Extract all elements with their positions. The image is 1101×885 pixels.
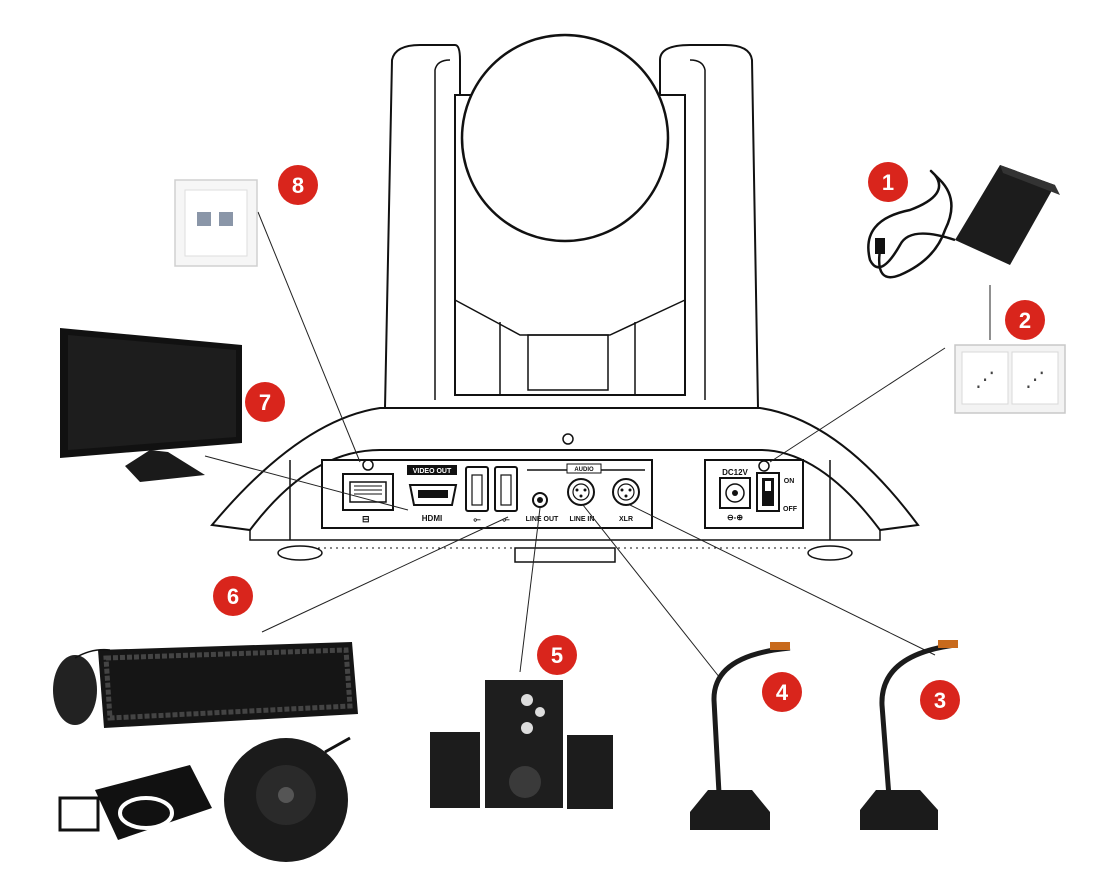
camera-lens xyxy=(460,33,670,243)
badge-5-label: 5 xyxy=(551,643,563,668)
line-network xyxy=(257,211,361,463)
monitor-icon xyxy=(60,328,242,482)
line-speaker xyxy=(519,507,541,673)
svg-text:⋰: ⋰ xyxy=(975,367,995,391)
line-mic-4 xyxy=(582,504,721,679)
camera-base xyxy=(210,407,920,532)
mouse-icon xyxy=(53,648,111,725)
connector-lines xyxy=(204,211,991,679)
line-usb xyxy=(261,516,509,633)
svg-text:⊖-⊕: ⊖-⊕ xyxy=(727,513,743,522)
hdmi-port[interactable]: VIDEO OUT HDMI xyxy=(407,465,458,523)
line-out-jack[interactable]: LINE OUT xyxy=(526,492,559,523)
microphone-icon xyxy=(690,642,791,830)
badge-7: 7 xyxy=(245,382,285,422)
badge-5: 5 xyxy=(537,635,577,675)
speaker-icon xyxy=(430,680,613,809)
badge-8-label: 8 xyxy=(292,173,304,198)
badge-1: 1 xyxy=(868,162,908,202)
off-label: OFF xyxy=(783,506,798,513)
on-label: ON xyxy=(784,478,795,485)
power-switch[interactable]: ON OFF xyxy=(756,460,798,513)
usb-drive-icon xyxy=(58,765,212,840)
line-mic-3 xyxy=(629,504,936,656)
outlet-icon: ⋰ ⋰ xyxy=(954,344,1066,414)
usb-symbol-1: ⟜ xyxy=(473,514,481,524)
ethernet-icon xyxy=(174,179,258,267)
ptz-camera: ⊟ VIDEO OUT HDMI ⟜ ⟜ AUDIO xyxy=(210,33,920,563)
badge-2-label: 2 xyxy=(1019,308,1031,333)
xlr-jack[interactable]: XLR xyxy=(612,478,640,523)
hdmi-label: HDMI xyxy=(422,514,442,523)
svg-text:⊟: ⊟ xyxy=(362,514,370,524)
conference-mic-icon xyxy=(224,736,351,862)
usb-port-2[interactable]: ⟜ xyxy=(494,466,518,524)
keyboard-icon xyxy=(98,642,358,728)
xlr-label: XLR xyxy=(619,516,633,523)
audio-group: AUDIO xyxy=(527,463,645,474)
badge-1-label: 1 xyxy=(882,170,894,195)
usb-port-1[interactable]: ⟜ xyxy=(465,466,489,524)
badge-2: 2 xyxy=(1005,300,1045,340)
video-out-label: VIDEO OUT xyxy=(413,468,452,475)
badge-3-label: 3 xyxy=(934,688,946,713)
line-monitor xyxy=(204,455,409,511)
microphone-icon-2 xyxy=(860,640,958,830)
power-adapter-icon xyxy=(867,165,1060,279)
audio-label: AUDIO xyxy=(574,467,594,473)
usb-symbol-2: ⟜ xyxy=(502,514,510,524)
dc-label: DC12V xyxy=(722,468,748,477)
badge-3: 3 xyxy=(920,680,960,720)
line-in-jack[interactable]: LINE IN xyxy=(567,478,595,523)
badge-7-label: 7 xyxy=(259,390,271,415)
badge-6-label: 6 xyxy=(227,584,239,609)
badge-4-label: 4 xyxy=(776,680,789,705)
line-outlet xyxy=(769,347,946,463)
badge-8: 8 xyxy=(278,165,318,205)
svg-text:⋰: ⋰ xyxy=(1025,367,1045,391)
line-in-label: LINE IN xyxy=(570,516,595,523)
badge-6: 6 xyxy=(213,576,253,616)
badge-4: 4 xyxy=(762,672,802,712)
dc-power-jack[interactable]: DC12V ⊖-⊕ xyxy=(719,468,751,522)
line-out-label: LINE OUT xyxy=(526,516,559,523)
